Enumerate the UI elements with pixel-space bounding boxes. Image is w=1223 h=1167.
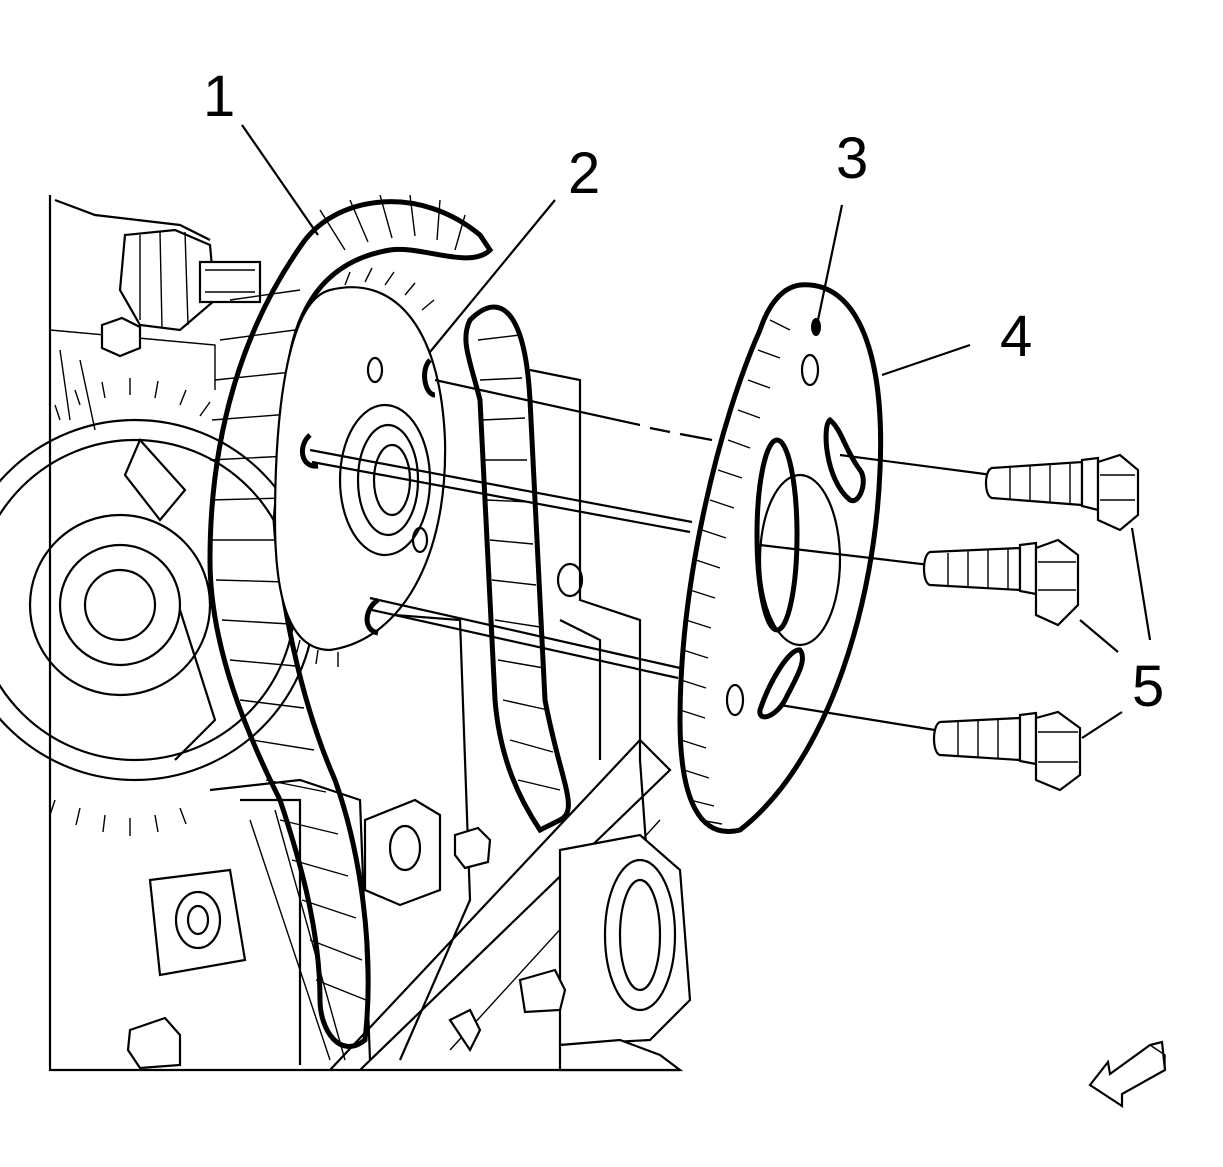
bolt-lower <box>932 710 1082 792</box>
engine-block <box>0 195 692 1072</box>
callout-3: 3 <box>836 126 869 191</box>
callout-2: 2 <box>568 141 601 206</box>
alignment-lines <box>309 378 1001 732</box>
bolt-upper <box>984 453 1140 532</box>
camshaft-sprocket <box>677 282 884 834</box>
callout-5: 5 <box>1132 654 1165 719</box>
leader-lines <box>241 124 1152 739</box>
callout-1: 1 <box>203 64 236 129</box>
rear-timing-chain <box>463 304 571 834</box>
timing-chain <box>207 194 494 1049</box>
dowel-hole <box>811 318 821 336</box>
callout-4: 4 <box>1000 304 1033 369</box>
front-direction-arrow-icon <box>1088 1040 1167 1109</box>
installed-camshaft-sprocket <box>273 267 447 667</box>
bolt-middle <box>922 538 1080 627</box>
